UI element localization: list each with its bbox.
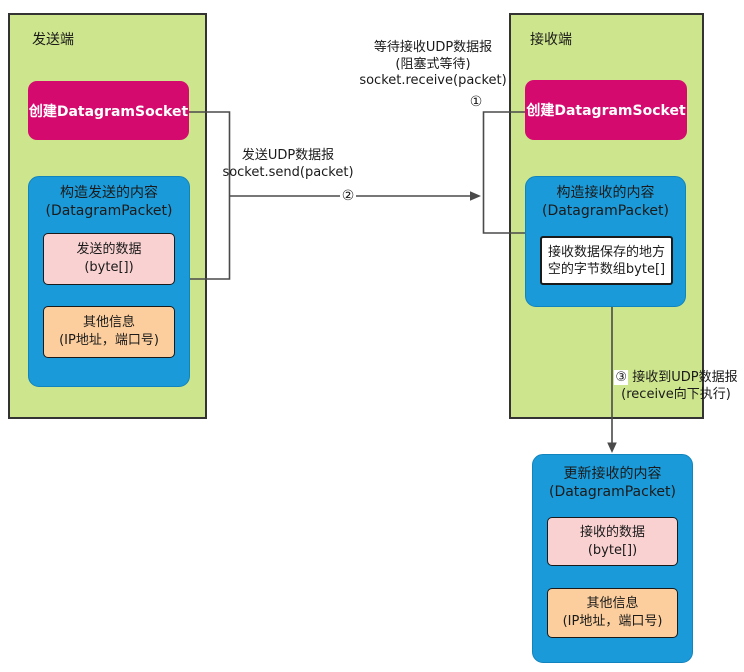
sender-packet-box: 构造发送的内容 (DatagramPacket) 发送的数据 (byte[]) … xyxy=(28,176,190,387)
receiver-packet-title: 构造接收的内容 (DatagramPacket) xyxy=(526,177,685,220)
sender-info-box: 其他信息 (IP地址，端口号) xyxy=(43,306,175,358)
step-2-badge: ② xyxy=(340,188,356,204)
send-label-line1: 发送UDP数据报 xyxy=(241,148,335,163)
receiver-packet-box: 构造接收的内容 (DatagramPacket) 接收数据保存的地方 空的字节数… xyxy=(525,176,686,307)
result-data-line1: 接收的数据 xyxy=(579,524,645,540)
result-packet-title: 更新接收的内容 (DatagramPacket) xyxy=(533,455,692,501)
sender-data-box: 发送的数据 (byte[]) xyxy=(43,233,175,285)
receiver-buffer-line1: 接收数据保存的地方 xyxy=(547,244,665,260)
sender-group: 发送端 创建DatagramSocket 构造发送的内容 (DatagramPa… xyxy=(8,13,207,419)
result-info-line1: 其他信息 xyxy=(586,596,639,611)
receiver-buffer-box: 接收数据保存的地方 空的字节数组byte[] xyxy=(540,236,673,285)
receive-wait-line2: (阻塞式等待) xyxy=(395,56,471,72)
receive-done-line1: ③ 接收到UDP数据报 xyxy=(601,369,744,386)
sender-packet-title-line1: 构造发送的内容 xyxy=(60,185,158,201)
step-1-badge: ① xyxy=(469,94,483,110)
result-data-line2: (byte[]) xyxy=(587,542,638,558)
send-arrowhead-icon xyxy=(470,191,481,201)
receive-done-label: ③ 接收到UDP数据报 (receive向下执行) xyxy=(601,369,744,403)
receiver-create-socket-box: 创建DatagramSocket xyxy=(525,80,687,140)
result-data-box: 接收的数据 (byte[]) xyxy=(547,517,678,566)
sender-label: 发送端 xyxy=(32,32,74,48)
receive-wait-line3: socket.receive(packet) xyxy=(359,73,507,88)
receive-done-text1: 接收到UDP数据报 xyxy=(632,370,738,385)
receive-down-arrowhead-icon xyxy=(607,442,617,453)
result-packet-box: 更新接收的内容 (DatagramPacket) 接收的数据 (byte[]) … xyxy=(532,454,693,663)
result-packet-title-line1: 更新接收的内容 xyxy=(563,466,662,482)
result-packet-title-line2: (DatagramPacket) xyxy=(548,484,676,500)
receiver-packet-title-line2: (DatagramPacket) xyxy=(541,203,669,219)
result-info-line2: (IP地址，端口号) xyxy=(562,614,663,629)
receiver-label: 接收端 xyxy=(530,32,572,48)
step-3-badge: ③ xyxy=(614,370,629,385)
receiver-buffer-line2: 空的字节数组byte[] xyxy=(547,261,666,277)
receive-wait-line1: 等待接收UDP数据报 xyxy=(373,40,493,55)
sender-create-socket-text: 创建DatagramSocket xyxy=(28,103,189,120)
receive-done-line2: (receive向下执行) xyxy=(621,387,731,402)
receive-wait-label: 等待接收UDP数据报 (阻塞式等待) socket.receive(packet… xyxy=(347,40,519,90)
sender-create-socket-box: 创建DatagramSocket xyxy=(28,81,189,140)
result-info-box: 其他信息 (IP地址，端口号) xyxy=(547,588,678,638)
sender-packet-title-line2: (DatagramPacket) xyxy=(45,203,173,219)
receiver-packet-title-line1: 构造接收的内容 xyxy=(556,185,655,201)
send-label: 发送UDP数据报 socket.send(packet) xyxy=(213,148,363,181)
sender-info-line2: (IP地址，端口号) xyxy=(59,333,159,348)
receiver-group: 接收端 创建DatagramSocket 构造接收的内容 (DatagramPa… xyxy=(509,13,704,419)
receiver-create-socket-text: 创建DatagramSocket xyxy=(526,103,686,119)
sender-info-line1: 其他信息 xyxy=(82,315,135,330)
send-label-line2: socket.send(packet) xyxy=(222,164,354,180)
sender-packet-title: 构造发送的内容 (DatagramPacket) xyxy=(29,177,189,220)
sender-data-line2: (byte[]) xyxy=(84,260,134,275)
sender-data-line1: 发送的数据 xyxy=(76,242,142,257)
